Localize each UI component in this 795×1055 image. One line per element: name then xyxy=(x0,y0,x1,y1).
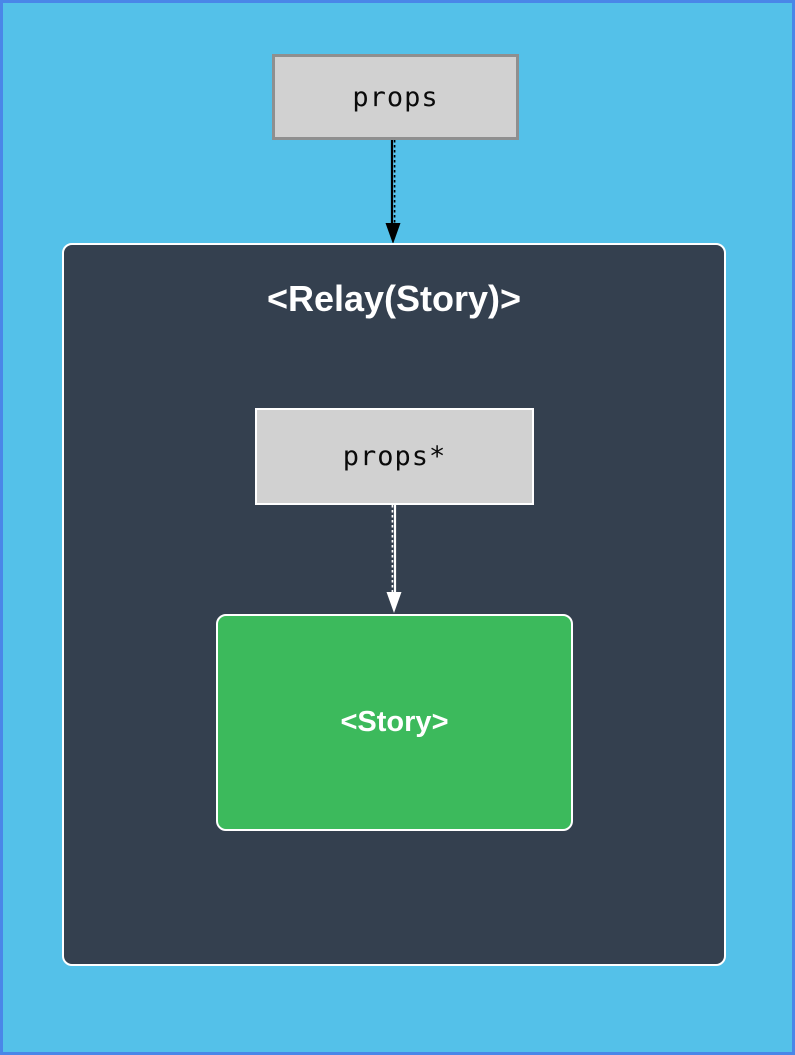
story-label: <Story> xyxy=(340,706,449,738)
props-box: props xyxy=(272,54,519,140)
story-box: <Story> xyxy=(216,614,573,831)
props-label: props xyxy=(352,81,439,113)
props-star-to-story-arrow xyxy=(386,505,402,613)
arrowhead-icon xyxy=(385,223,401,244)
relay-title: <Relay(Story)> xyxy=(266,278,522,319)
props-star-box: props* xyxy=(255,408,534,505)
props-star-label: props* xyxy=(342,441,447,472)
props-to-relay-arrow xyxy=(385,140,401,244)
arrowhead-icon xyxy=(386,592,402,613)
relay-story-container: <Relay(Story)> props* <Story> xyxy=(62,243,726,966)
